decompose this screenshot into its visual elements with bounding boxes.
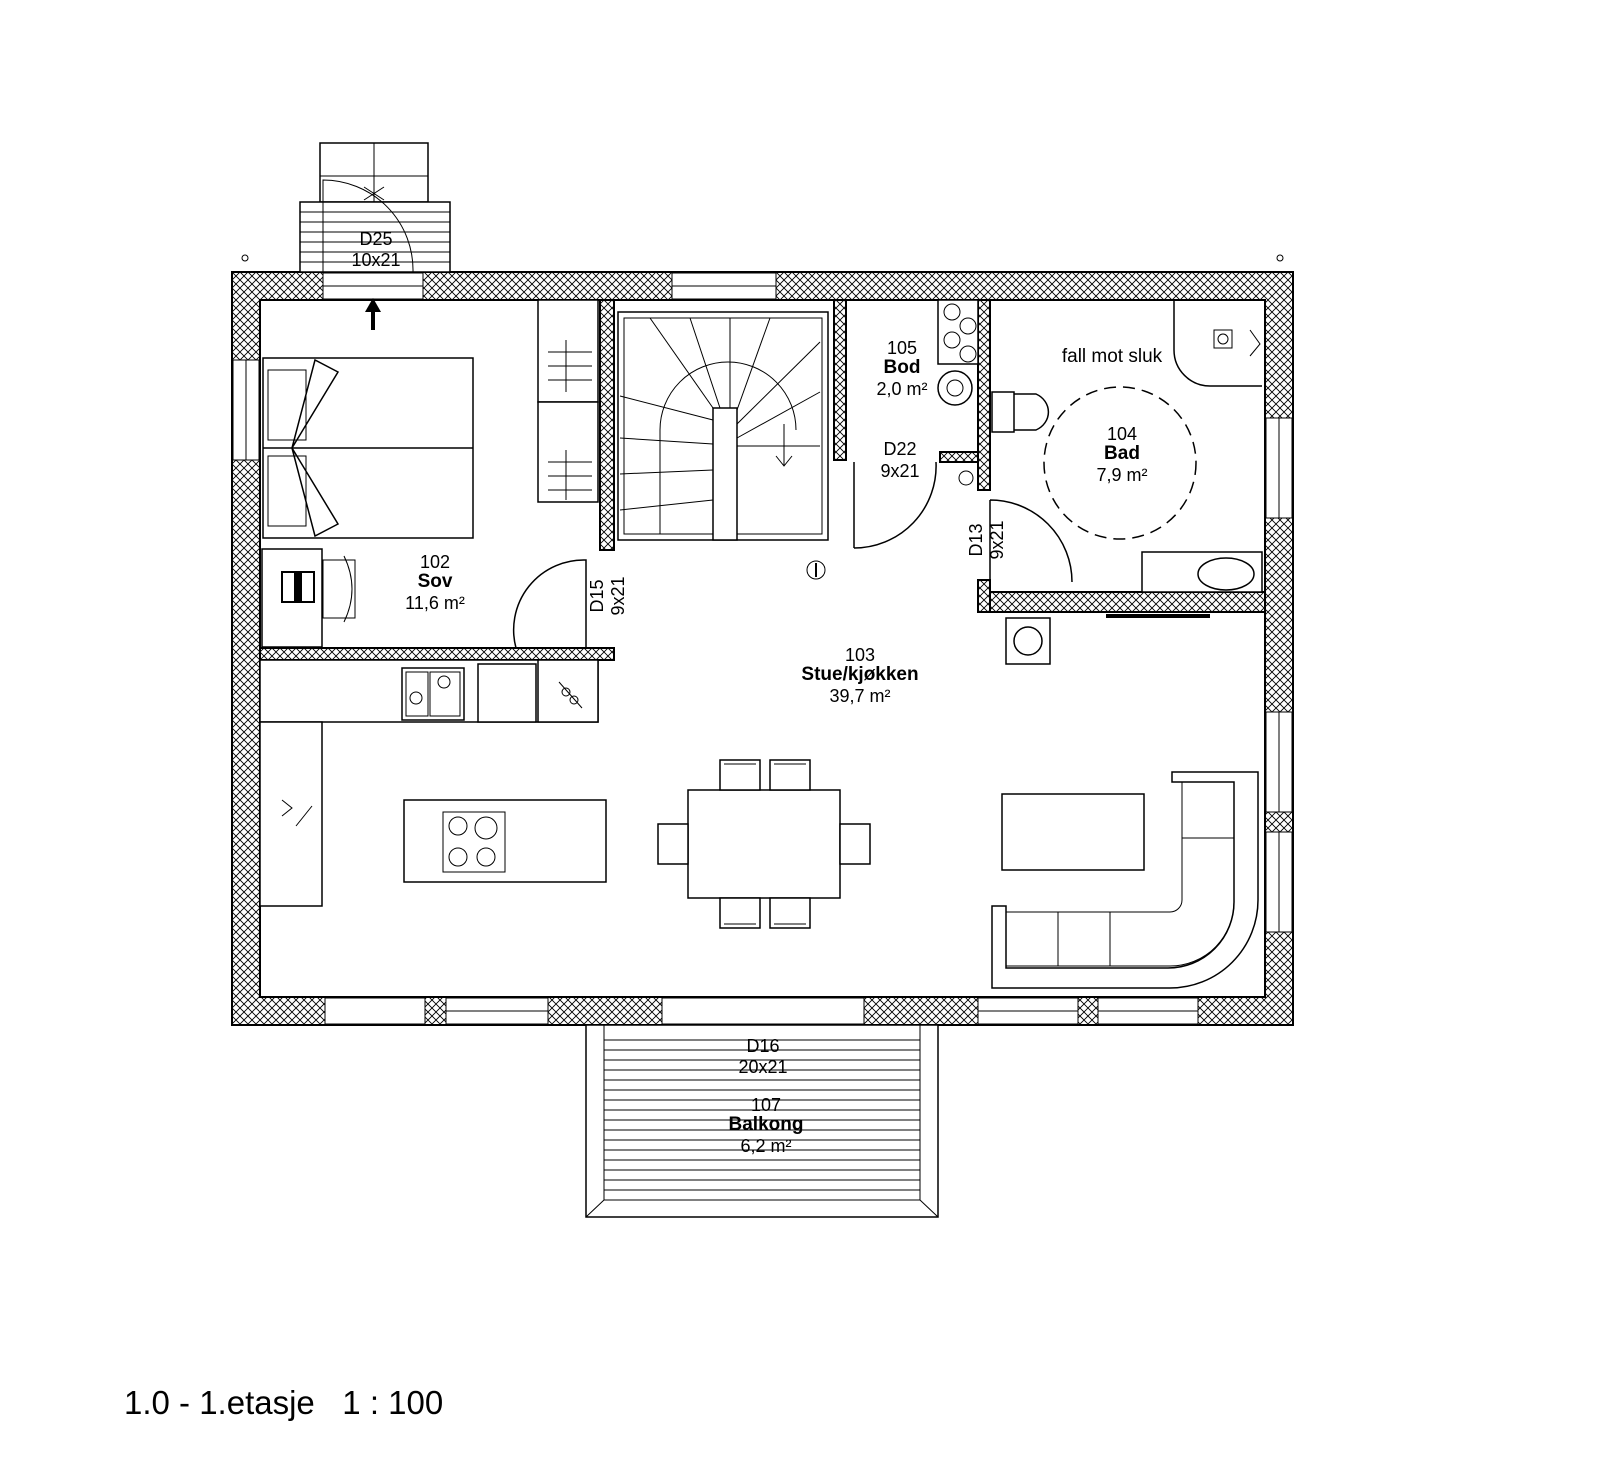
balcony-deck (585, 1024, 939, 1218)
bath-turning-circle (1043, 386, 1197, 540)
bath-floor-note: fall mot sluk (1062, 346, 1163, 367)
room-number: 104 (1107, 424, 1137, 444)
interior-walls (259, 299, 1266, 661)
drawing-scale: 1 : 100 (342, 1384, 444, 1421)
laundry (1005, 614, 1210, 665)
door-size: 9x21 (987, 520, 1007, 559)
door-size: 9x21 (880, 461, 919, 481)
room-number: 107 (751, 1095, 781, 1115)
room-name: Bad (1104, 443, 1140, 464)
room-area: 11,6 m² (405, 593, 465, 613)
bod-fixtures (937, 299, 979, 486)
room-name: Bod (884, 357, 921, 378)
smoke-detector (806, 560, 826, 580)
door-id: D15 (587, 579, 607, 612)
drawing-title-block: 1.0 - 1.etasje 1 : 100 (124, 1384, 443, 1422)
room-number: 103 (845, 645, 875, 665)
room-name: Sov (418, 571, 453, 592)
drawing-title: 1.0 - 1.etasje (124, 1384, 315, 1421)
room-label-bod: 105 Bod 2,0 m² (876, 338, 927, 399)
wardrobe (537, 299, 599, 503)
door-label-d25: D25 10x21 (351, 229, 400, 270)
door-size: 9x21 (608, 576, 628, 615)
room-label-stue: 103 Stue/kjøkken 39,7 m² (801, 645, 918, 706)
dining-chairs (657, 759, 871, 929)
door-id: D16 (746, 1036, 779, 1056)
room-name: Stue/kjøkken (801, 664, 918, 685)
staircase (617, 311, 829, 541)
door-label-d13: D13 9x21 (966, 520, 1007, 559)
entrance-arrow (365, 298, 381, 330)
door-id: D22 (883, 439, 916, 459)
double-bed (262, 357, 474, 539)
room-area: 2,0 m² (876, 379, 927, 399)
exterior-walls (231, 254, 1294, 1026)
door-label-d15: D15 9x21 (587, 576, 628, 615)
kitchen-island (403, 799, 607, 883)
door-size: 10x21 (351, 250, 400, 270)
kitchen-sink (401, 667, 465, 721)
room-label-balkong: 107 Balkong 6,2 m² (729, 1095, 804, 1156)
room-label-sov: 102 Sov 11,6 m² (405, 552, 465, 613)
room-label-bad: 104 Bad 7,9 m² (1096, 424, 1147, 485)
desk (261, 548, 356, 648)
toilet (991, 391, 1050, 433)
corner-sofa (991, 771, 1259, 989)
shower-area (1173, 300, 1262, 387)
room-number: 105 (887, 338, 917, 358)
door-id: D25 (359, 229, 392, 249)
door-id: D13 (966, 523, 986, 556)
door-size: 20x21 (738, 1057, 787, 1077)
room-area: 39,7 m² (829, 686, 890, 706)
dishwasher (477, 663, 537, 723)
coffee-table (1001, 793, 1145, 871)
room-name: Balkong (729, 1114, 804, 1135)
room-area: 7,9 m² (1096, 465, 1147, 485)
room-area: 6,2 m² (740, 1136, 791, 1156)
room-number: 102 (420, 552, 450, 572)
dining-table (687, 789, 841, 899)
door-label-d16: D16 20x21 (738, 1036, 787, 1077)
entrance-steps (299, 142, 451, 273)
bath-vanity (1141, 551, 1263, 593)
door-label-d22: D22 9x21 (880, 439, 919, 481)
